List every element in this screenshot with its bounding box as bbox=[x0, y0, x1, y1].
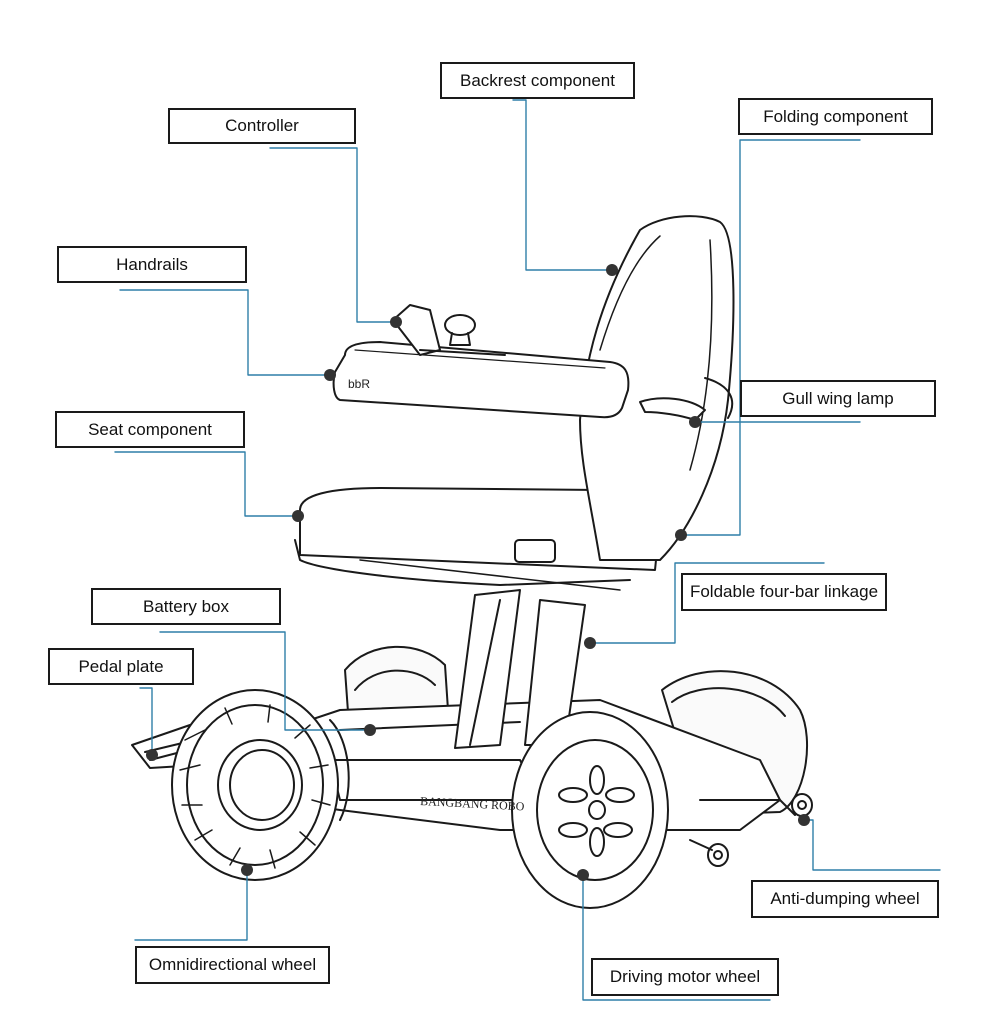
label-handrails: Handrails bbox=[57, 246, 247, 283]
label-backrest-component: Backrest component bbox=[440, 62, 635, 99]
pointer-dots bbox=[146, 264, 810, 881]
leader-lines bbox=[114, 99, 941, 1001]
omnidirectional-wheel-shape bbox=[171, 689, 350, 881]
armrest-shape bbox=[332, 341, 630, 419]
label-gull-wing-lamp: Gull wing lamp bbox=[740, 380, 936, 417]
label-pedal-plate: Pedal plate bbox=[48, 648, 194, 685]
driving-motor-wheel-shape bbox=[511, 711, 669, 909]
support-column bbox=[454, 589, 586, 749]
armrest-logo: bbR bbox=[348, 377, 370, 391]
label-anti-dumping-wheel: Anti-dumping wheel bbox=[751, 880, 939, 918]
label-seat-component: Seat component bbox=[55, 411, 245, 448]
label-omnidirectional-wheel: Omnidirectional wheel bbox=[135, 946, 330, 984]
label-foldable-four-bar-linkage: Foldable four-bar linkage bbox=[681, 573, 887, 611]
controller-shape bbox=[392, 304, 506, 356]
anti-dumping-wheel-shapes bbox=[689, 793, 813, 867]
label-folding-component: Folding component bbox=[738, 98, 933, 135]
label-controller: Controller bbox=[168, 108, 356, 144]
gull-wing-lamp-shape bbox=[639, 377, 734, 421]
wheel-badge-text: BANGBANG ROBO bbox=[420, 794, 525, 813]
label-driving-motor-wheel: Driving motor wheel bbox=[591, 958, 779, 996]
label-battery-box: Battery box bbox=[91, 588, 281, 625]
backrest-shape bbox=[579, 215, 735, 561]
